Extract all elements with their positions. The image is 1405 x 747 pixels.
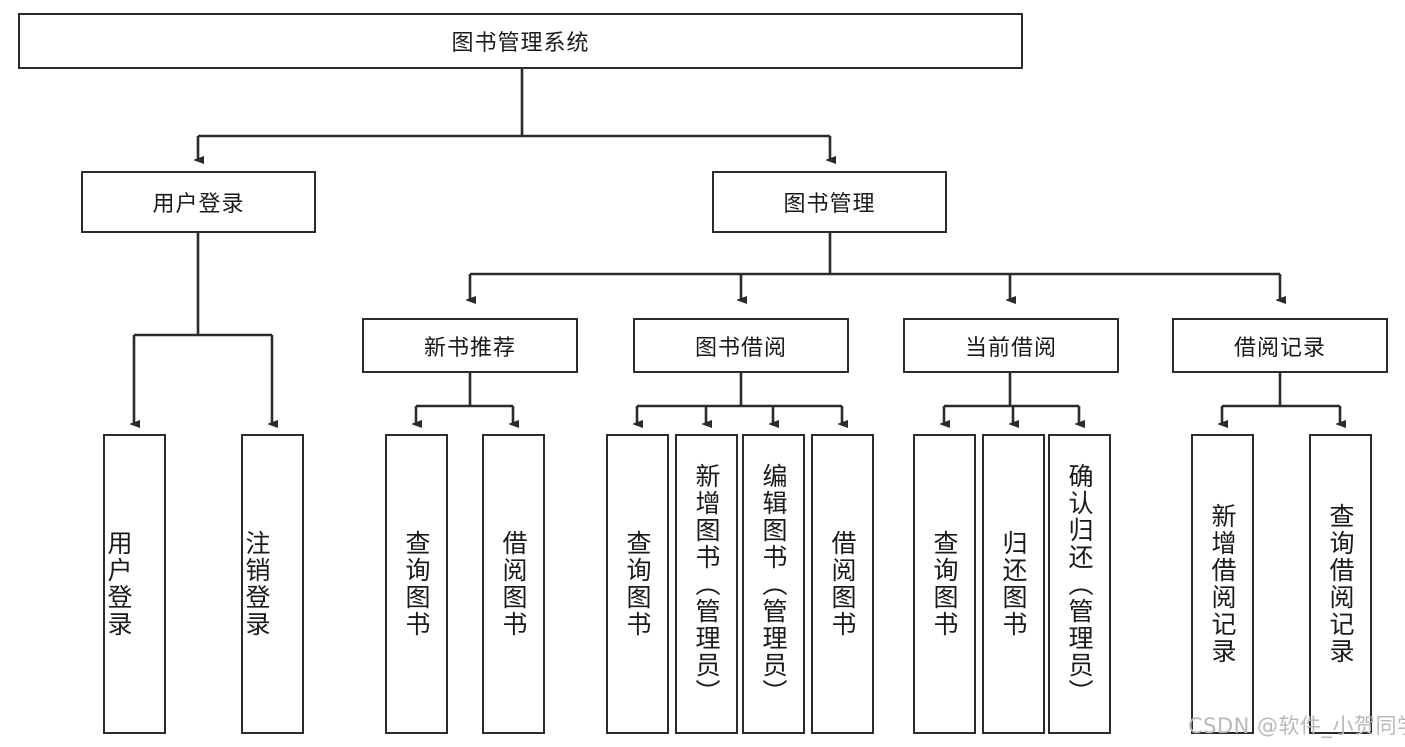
node-label: 当前借阅 (964, 335, 1057, 361)
node-label: 查询图书 (402, 530, 431, 638)
node-borrow-record[interactable]: 借阅记录 (1172, 318, 1388, 373)
leaf-recommend-query-book[interactable]: 查询图书 (385, 434, 448, 734)
node-label: 确认归还（管理员） (1065, 462, 1094, 706)
node-new-book-recommend[interactable]: 新书推荐 (362, 318, 578, 373)
node-label: 借阅记录 (1233, 335, 1326, 361)
leaf-record-add-borrow-record[interactable]: 新增借阅记录 (1191, 434, 1254, 734)
node-label: 查询借阅记录 (1326, 503, 1355, 665)
node-label: 查询图书 (623, 530, 652, 638)
node-label: 图书管理 (783, 192, 876, 217)
leaf-current-query-book[interactable]: 查询图书 (913, 434, 976, 734)
leaf-logout[interactable]: 注销登录 (241, 434, 304, 734)
node-book-borrow[interactable]: 图书借阅 (633, 318, 849, 373)
node-label: 图书管理系统 (451, 31, 590, 56)
node-label: 新增图书（管理员） (692, 462, 721, 706)
node-label: 归还图书 (999, 530, 1028, 638)
node-label: 图书借阅 (694, 335, 787, 361)
leaf-current-return-book[interactable]: 归还图书 (982, 434, 1045, 734)
leaf-record-query-borrow-record[interactable]: 查询借阅记录 (1309, 434, 1372, 734)
node-label: 查询图书 (930, 530, 959, 638)
leaf-recommend-borrow-book[interactable]: 借阅图书 (482, 434, 545, 734)
node-label: 借阅图书 (499, 530, 528, 638)
leaf-borrow-borrow-book[interactable]: 借阅图书 (811, 434, 874, 734)
node-label: 借阅图书 (828, 530, 857, 638)
node-label: 新增借阅记录 (1208, 503, 1237, 665)
node-label: 注销登录 (242, 530, 271, 638)
leaf-borrow-add-book-admin[interactable]: 新增图书（管理员） (675, 434, 738, 734)
node-label: 用户登录 (152, 192, 245, 217)
leaf-borrow-edit-book-admin[interactable]: 编辑图书（管理员） (742, 434, 805, 734)
leaf-borrow-query-book[interactable]: 查询图书 (606, 434, 669, 734)
node-root-book-management-system[interactable]: 图书管理系统 (18, 13, 1023, 69)
watermark: CSDN @软件_小贺同学 (1188, 714, 1405, 738)
node-label: 编辑图书（管理员） (759, 462, 788, 706)
leaf-user-login[interactable]: 用户登录 (103, 434, 166, 734)
node-user-login[interactable]: 用户登录 (81, 171, 316, 233)
leaf-current-confirm-return-admin[interactable]: 确认归还（管理员） (1048, 434, 1111, 734)
node-current-borrow[interactable]: 当前借阅 (903, 318, 1119, 373)
node-label: 新书推荐 (423, 335, 516, 361)
node-book-management[interactable]: 图书管理 (712, 171, 947, 233)
node-label: 用户登录 (104, 530, 133, 638)
